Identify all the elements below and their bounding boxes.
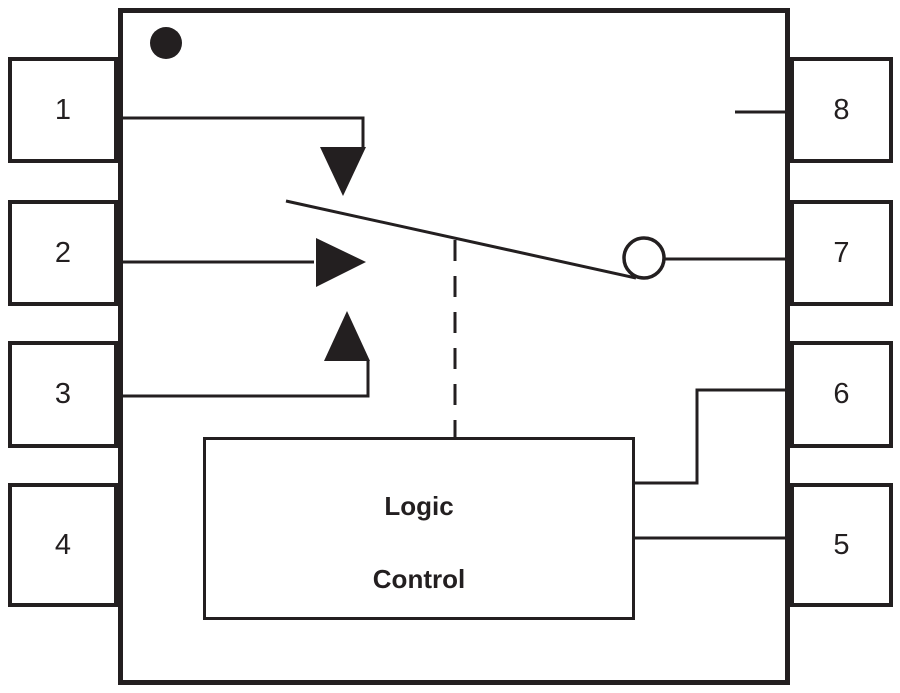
control-label: Control — [372, 564, 466, 594]
pin-1: 1 — [8, 57, 118, 163]
pin-6: 6 — [790, 341, 893, 448]
pin-1-indicator-dot — [150, 27, 182, 59]
pin-7: 7 — [790, 200, 893, 306]
pin-2-label: 2 — [54, 236, 72, 269]
pin-6-label: 6 — [833, 378, 850, 410]
pin-5-label: 5 — [833, 528, 850, 561]
up-arrow — [324, 311, 370, 361]
pin-1-label: 1 — [54, 93, 72, 126]
pin-4-label: 4 — [54, 528, 72, 561]
switch-contact-circle — [622, 236, 666, 280]
pin-1-wire — [118, 116, 365, 150]
pin-8-label: 8 — [833, 93, 850, 126]
pin-6-wire — [635, 388, 790, 485]
pin-2: 2 — [8, 200, 118, 306]
pin-3: 3 — [8, 341, 118, 448]
pin-4: 4 — [8, 483, 118, 607]
down-arrow — [320, 147, 366, 196]
switch-pole-line — [285, 199, 637, 280]
pin-8: 8 — [790, 57, 893, 163]
pin-7-label: 7 — [833, 236, 850, 269]
right-arrow — [316, 238, 366, 287]
pin-3-wire — [118, 361, 370, 398]
logic-control-block: Logic Control — [203, 437, 635, 620]
pin-3-label: 3 — [54, 378, 72, 410]
pin-5: 5 — [790, 483, 893, 607]
logic-label: Logic — [384, 491, 454, 521]
